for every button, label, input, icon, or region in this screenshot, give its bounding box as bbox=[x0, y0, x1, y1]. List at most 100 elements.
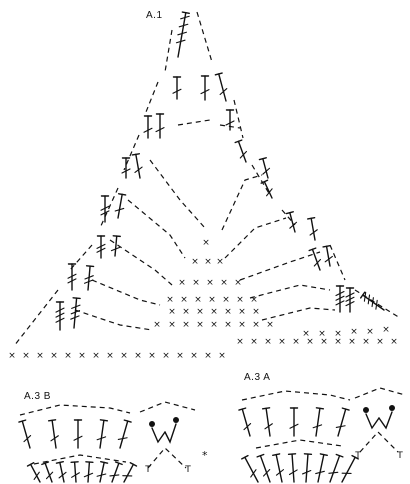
sc-mark: × bbox=[292, 337, 300, 347]
sc-mark: × bbox=[50, 351, 58, 361]
sc-mark: × bbox=[266, 320, 274, 330]
sc-mark: × bbox=[134, 351, 142, 361]
treble-stitch bbox=[289, 407, 299, 437]
sc-mark: × bbox=[220, 278, 228, 288]
chain-line bbox=[177, 119, 211, 126]
treble-stitch bbox=[260, 179, 273, 199]
sc-mark: × bbox=[210, 307, 218, 317]
chain-line bbox=[147, 447, 187, 469]
sc-mark: × bbox=[36, 351, 44, 361]
sc-mark: × bbox=[78, 351, 86, 361]
end-mark: T bbox=[354, 451, 361, 461]
end-mark: T bbox=[184, 465, 191, 475]
treble-stitch bbox=[83, 461, 94, 483]
chain-line bbox=[145, 81, 159, 113]
sc-mark: × bbox=[208, 295, 216, 305]
treble-stitch bbox=[84, 265, 95, 291]
treble-stitch bbox=[26, 461, 41, 483]
sc-mark: × bbox=[252, 307, 260, 317]
treble-stitch bbox=[155, 113, 165, 139]
chain-line bbox=[19, 404, 131, 416]
sc-mark: × bbox=[204, 257, 212, 267]
sc-mark: × bbox=[278, 337, 286, 347]
treble-stitch bbox=[96, 461, 109, 483]
sc-mark: × bbox=[236, 295, 244, 305]
chain-line bbox=[221, 174, 263, 231]
chart-label-a3a: A.3 A bbox=[244, 372, 271, 383]
sc-mark: × bbox=[92, 351, 100, 361]
sc-mark: × bbox=[22, 351, 30, 361]
sc-mark: × bbox=[148, 351, 156, 361]
treble-stitch bbox=[96, 419, 109, 449]
sc-mark: × bbox=[376, 337, 384, 347]
treble-stitch bbox=[341, 454, 359, 483]
sc-mark: × bbox=[182, 320, 190, 330]
picot-stem bbox=[365, 413, 380, 430]
sc-mark: × bbox=[190, 351, 198, 361]
treble-stitch bbox=[172, 76, 182, 100]
sc-mark: × bbox=[250, 337, 258, 347]
treble-stitch bbox=[214, 72, 228, 102]
sc-mark: × bbox=[350, 327, 358, 337]
sc-mark: × bbox=[168, 320, 176, 330]
treble-stitch bbox=[73, 419, 83, 449]
treble-stitch bbox=[55, 461, 67, 483]
chain-line bbox=[13, 289, 59, 347]
picot-stem bbox=[164, 423, 177, 444]
treble-stitch bbox=[114, 193, 127, 219]
sc-mark: × bbox=[162, 351, 170, 361]
treble-stitch bbox=[131, 153, 143, 179]
treble-stitch bbox=[175, 11, 190, 58]
sc-mark: × bbox=[320, 337, 328, 347]
treble-stitch bbox=[335, 285, 345, 313]
treble-stitch bbox=[345, 287, 355, 313]
treble-stitch bbox=[241, 454, 259, 483]
sc-mark: × bbox=[224, 320, 232, 330]
chain-line bbox=[354, 289, 401, 319]
sc-mark: × bbox=[236, 337, 244, 347]
sc-mark: × bbox=[252, 320, 260, 330]
sc-mark: × bbox=[196, 320, 204, 330]
sc-mark: × bbox=[106, 351, 114, 361]
sc-mark: × bbox=[168, 307, 176, 317]
chain-line bbox=[359, 431, 399, 453]
sc-mark: × bbox=[191, 257, 199, 267]
treble-stitch bbox=[272, 453, 285, 483]
treble-stitch bbox=[328, 453, 344, 483]
stitch-symbols bbox=[18, 11, 395, 483]
treble-stitch bbox=[238, 407, 252, 437]
treble-stitch bbox=[322, 244, 333, 267]
sc-mark: × bbox=[264, 337, 272, 347]
sc-mark: × bbox=[216, 257, 224, 267]
treble-stitch bbox=[110, 235, 121, 257]
sc-mark: × bbox=[202, 238, 210, 248]
sc-mark: × bbox=[210, 320, 218, 330]
chain-line bbox=[33, 454, 127, 465]
chain-line bbox=[354, 387, 406, 399]
chain-line bbox=[149, 159, 206, 229]
treble-stitch bbox=[41, 461, 54, 483]
sc-mark: × bbox=[348, 337, 356, 347]
single-crochet-marks: × × × × × × × × × × × × × × × × × × × × × × × × × × × × × × × × × × × × × × × ×… bbox=[8, 238, 403, 475]
treble-stitch bbox=[258, 157, 271, 179]
treble-stitch bbox=[100, 195, 110, 223]
chart-label-a1: A.1 bbox=[146, 10, 163, 21]
sc-mark: × bbox=[206, 278, 214, 288]
chain-line bbox=[127, 199, 186, 259]
sc-mark: × bbox=[382, 325, 390, 335]
picot-dot bbox=[149, 421, 155, 427]
treble-stitch bbox=[315, 453, 328, 483]
chain-line bbox=[255, 439, 343, 449]
sc-mark: × bbox=[218, 351, 226, 361]
treble-stitch bbox=[55, 301, 65, 331]
treble-stitch bbox=[96, 235, 106, 259]
treble-stitch bbox=[117, 419, 132, 449]
sc-mark: × bbox=[182, 307, 190, 317]
treble-stitch bbox=[308, 247, 321, 271]
sc-mark: × bbox=[180, 295, 188, 305]
sc-mark: × bbox=[234, 278, 242, 288]
treble-stitch bbox=[70, 461, 80, 483]
chain-lines bbox=[13, 11, 406, 469]
sc-mark: × bbox=[366, 327, 374, 337]
